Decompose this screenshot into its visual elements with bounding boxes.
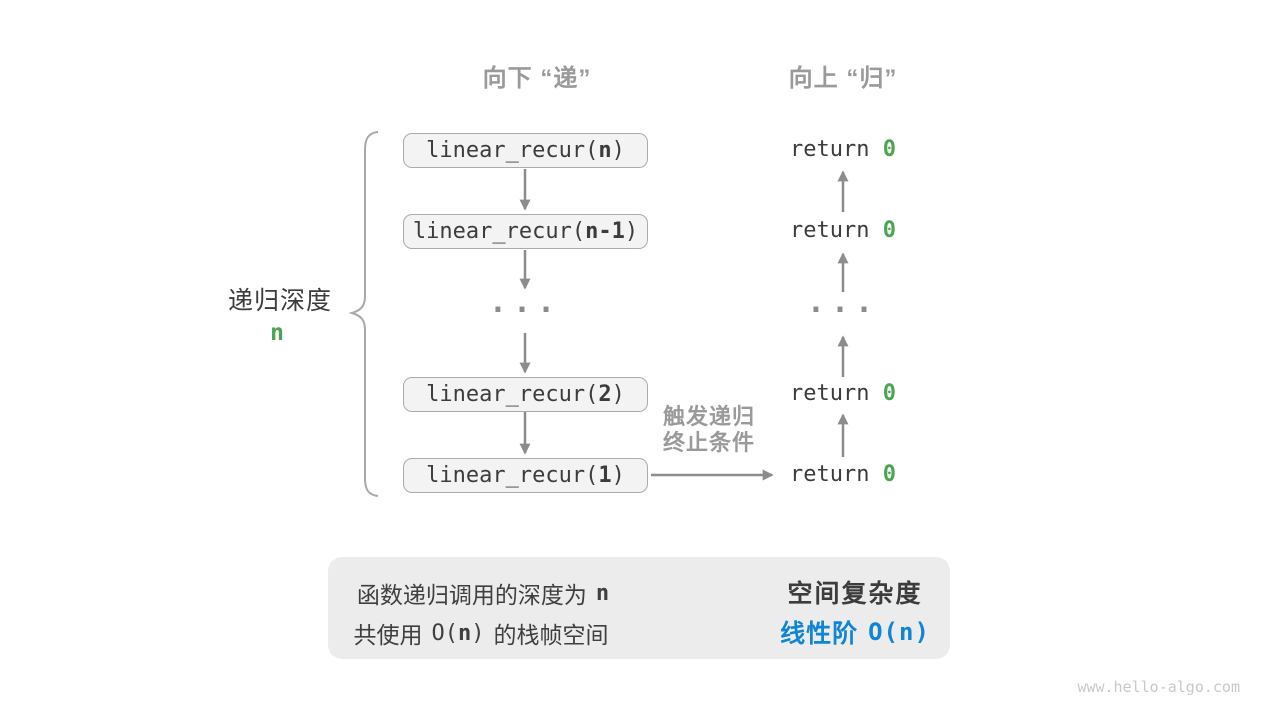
summary-title: 空间复杂度	[787, 580, 923, 608]
call-close: )	[611, 382, 625, 407]
summary-line2-pre: 共使用	[353, 622, 423, 648]
return-value: 0	[882, 218, 896, 243]
return-row-1: return 0	[790, 137, 896, 163]
call-box-n-1: linear_recur(n-1)	[403, 214, 648, 249]
return-keyword: return	[790, 462, 883, 487]
return-row-4: return 0	[790, 462, 896, 488]
summary-line2: 共使用 O(n) 的栈帧空间	[354, 616, 609, 650]
return-value: 0	[882, 462, 896, 487]
summary-line1-text: 函数递归调用的深度为	[356, 582, 587, 608]
depth-brace	[348, 131, 379, 497]
header-ascend: 向上 “归”	[788, 65, 898, 92]
result-open: O(	[868, 618, 900, 646]
summary-line1-value: n	[595, 580, 610, 606]
trigger-note-line2: 终止条件	[662, 430, 756, 455]
return-keyword: return	[790, 381, 883, 406]
call-arg: 2	[598, 382, 612, 407]
summary-panel	[328, 557, 950, 659]
return-row-2: return 0	[790, 218, 896, 244]
call-arg: n-1	[585, 219, 625, 244]
call-arg: n	[598, 138, 612, 163]
ellipsis-right: ···	[806, 293, 880, 328]
summary-line2-post: 的栈帧空间	[493, 622, 609, 648]
call-box-2: linear_recur(2)	[403, 377, 648, 412]
result-close: )	[914, 618, 930, 646]
call-text: linear_recur(	[426, 463, 599, 488]
summary-line1: 函数递归调用的深度为 n	[357, 576, 609, 610]
return-keyword: return	[790, 218, 883, 243]
call-close: )	[611, 463, 625, 488]
big-o-close: )	[471, 620, 485, 646]
big-o-open: O(	[431, 620, 459, 646]
header-descend: 向下 “递”	[482, 65, 592, 92]
return-row-3: return 0	[790, 381, 896, 407]
call-text: linear_recur(	[426, 138, 599, 163]
call-box-1: linear_recur(1)	[403, 458, 648, 493]
return-value: 0	[882, 381, 896, 406]
depth-label: 递归深度	[227, 287, 333, 315]
watermark: www.hello-algo.com	[1077, 678, 1240, 696]
summary-result: 线性阶 O(n)	[780, 614, 930, 650]
call-arg: 1	[598, 463, 612, 488]
return-value: 0	[882, 137, 896, 162]
call-close: )	[611, 138, 625, 163]
call-text: linear_recur(	[412, 219, 586, 244]
result-label: 线性阶	[780, 620, 859, 648]
result-arg: n	[899, 618, 915, 646]
big-o-arg: n	[458, 620, 472, 646]
ellipsis-left: ···	[488, 293, 562, 328]
trigger-note: 触发递归 终止条件	[663, 404, 755, 456]
depth-value: n	[270, 320, 284, 346]
call-box-n: linear_recur(n)	[403, 133, 648, 168]
result-big-o: O(n)	[868, 618, 930, 646]
trigger-note-line1: 触发递归	[662, 404, 756, 429]
return-keyword: return	[790, 137, 883, 162]
call-close: )	[624, 219, 639, 244]
call-text: linear_recur(	[426, 382, 599, 407]
